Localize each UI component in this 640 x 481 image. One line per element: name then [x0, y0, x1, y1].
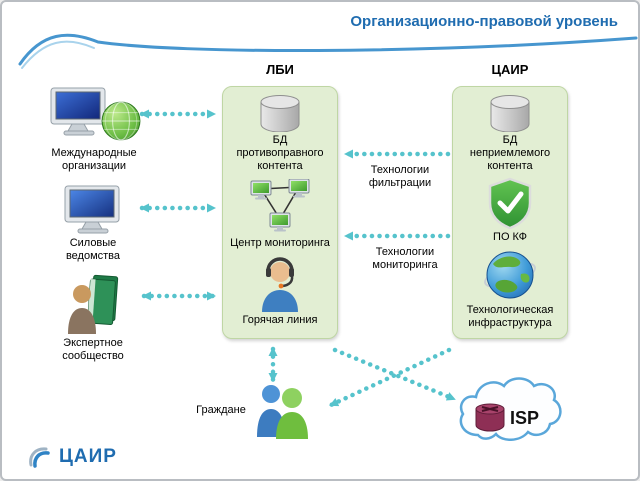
- isp-label: ISP: [510, 408, 539, 428]
- cair-heading: ЦАИР: [491, 62, 529, 77]
- cair-logo-icon: [29, 447, 50, 468]
- lbi-box: БД противоправного контента: [222, 86, 338, 339]
- arrow-lbi-isp: [332, 347, 457, 402]
- cair-logo-text: ЦАИР: [59, 446, 117, 467]
- database-icon: [490, 95, 530, 132]
- lbi-monitoring-label: Центр мониторинга: [230, 237, 330, 249]
- lbi-hotline-label: Горячая линия: [242, 314, 318, 326]
- cair-box: БД неприемлемого контента ПО КФ Технолог…: [452, 86, 568, 339]
- cair-logo: ЦАИР: [28, 445, 117, 469]
- cair-software-label: ПО КФ: [493, 231, 527, 243]
- experts-label: Экспертное сообщество: [62, 337, 124, 362]
- arrow-cair-citizens: [328, 347, 452, 408]
- agencies-label: Силовые ведомства: [65, 237, 121, 262]
- computer-icon: [62, 184, 124, 234]
- monitoring-tech-label: Технологии мониторинга: [372, 246, 438, 271]
- monitoring-network-icon: [250, 179, 310, 232]
- hotline-operator-icon: [262, 257, 298, 312]
- lbi-heading: ЛБИ: [266, 62, 294, 77]
- left-item-international: Международные организации: [32, 86, 156, 173]
- infrastructure-globe-icon: [484, 251, 536, 299]
- intl-orgs-label: Международные организации: [51, 147, 137, 172]
- computer-globe-icon: [42, 86, 146, 144]
- citizens-label: Граждане: [196, 404, 246, 416]
- cair-db-label: БД неприемлемого контента: [469, 134, 551, 172]
- lbi-db-label: БД противоправного контента: [236, 134, 324, 172]
- globe-icon: [101, 101, 141, 141]
- database-icon: [260, 95, 300, 132]
- shield-check-icon: [488, 177, 532, 229]
- isp-cloud: ISP: [452, 367, 566, 456]
- person-book-icon: [64, 272, 122, 334]
- citizens-icon: [254, 383, 312, 444]
- filtering-tech-label: Технологии фильтрации: [368, 164, 432, 189]
- left-item-experts: Экспертное сообщество: [38, 272, 148, 363]
- page-title: Организационно-правовой уровень: [350, 13, 618, 30]
- cair-infra-label: Технологическая инфраструктура: [466, 304, 554, 329]
- isp-database-icon: [475, 403, 505, 432]
- left-item-agencies: Силовые ведомства: [38, 184, 148, 263]
